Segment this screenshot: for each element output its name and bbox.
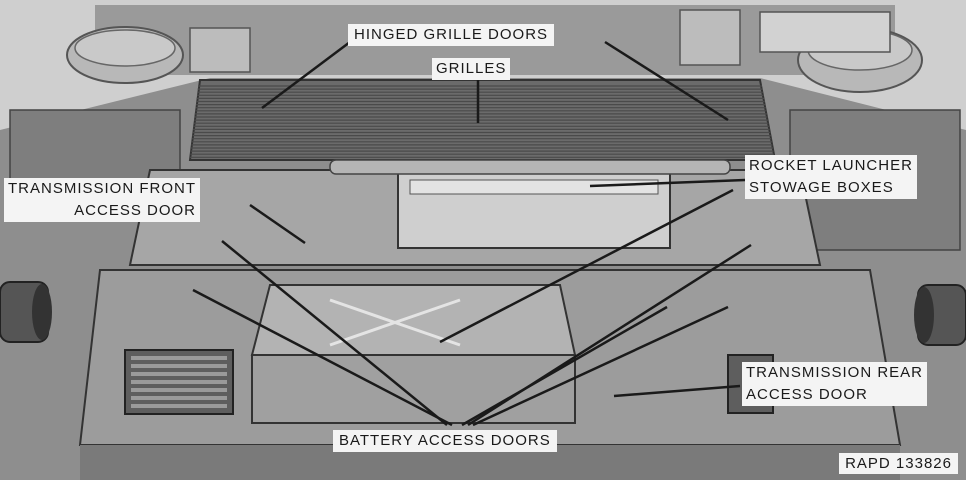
stowage-tube <box>329 159 731 175</box>
label-battery-access-doors-text: BATTERY ACCESS DOORS <box>339 432 551 449</box>
label-transmission-front-line2: ACCESS DOOR <box>74 202 197 219</box>
leader-transmission-front <box>249 203 306 245</box>
rocket-launcher-stowage-box <box>329 159 731 249</box>
louver-slat <box>131 388 227 392</box>
label-grilles-text: GRILLES <box>436 60 507 77</box>
label-transmission-rear-access-door: TRANSMISSION REAR ACCESS DOOR <box>742 362 928 406</box>
louver-slat <box>131 372 227 376</box>
label-battery-access-doors: BATTERY ACCESS DOORS <box>333 430 557 452</box>
louver-slat <box>131 356 227 360</box>
left-tow-pintle <box>0 281 52 343</box>
leader-battery-1 <box>221 240 448 426</box>
label-transmission-rear-line2: ACCESS DOOR <box>746 386 868 403</box>
leader-hinged-grille-left <box>261 41 351 109</box>
leader-battery-4 <box>467 243 752 427</box>
leader-rocket-launcher-lower <box>439 188 734 344</box>
label-transmission-front-access-door: TRANSMISSION FRONT ACCESS DOOR <box>4 178 201 222</box>
label-hinged-grille-doors: HINGED GRILLE DOORS <box>348 24 555 46</box>
right-air-cleaner <box>679 9 923 93</box>
grille-slats <box>189 85 775 158</box>
label-rocket-launcher-line2: STOWAGE BOXES <box>749 179 894 196</box>
leader-rocket-launcher-box <box>589 178 746 188</box>
figure-id: RAPD 133826 <box>839 453 958 474</box>
louver-slat <box>131 380 227 384</box>
label-transmission-rear-line1: TRANSMISSION REAR <box>746 364 924 381</box>
leader-transmission-rear <box>613 384 741 398</box>
leader-battery-5 <box>472 305 729 427</box>
left-air-cleaner <box>66 26 251 84</box>
leader-hinged-grille-right <box>604 40 729 122</box>
label-grilles: GRILLES <box>432 58 511 80</box>
leader-lines <box>192 40 752 427</box>
leader-battery-3 <box>461 305 668 427</box>
louver-slat <box>131 364 227 368</box>
louver-slat <box>131 404 227 408</box>
leader-battery-2 <box>192 288 453 427</box>
left-louver-slats <box>131 356 227 408</box>
label-rocket-launcher-stowage-boxes: ROCKET LAUNCHER STOWAGE BOXES <box>745 155 917 199</box>
label-rocket-launcher-line1: ROCKET LAUNCHER <box>749 157 913 174</box>
right-tow-pintle <box>914 284 966 346</box>
battery-box <box>250 284 577 424</box>
label-transmission-front-line1: TRANSMISSION FRONT <box>8 180 197 197</box>
label-hinged-grille-doors-text: HINGED GRILLE DOORS <box>354 26 549 43</box>
louver-slat <box>131 396 227 400</box>
